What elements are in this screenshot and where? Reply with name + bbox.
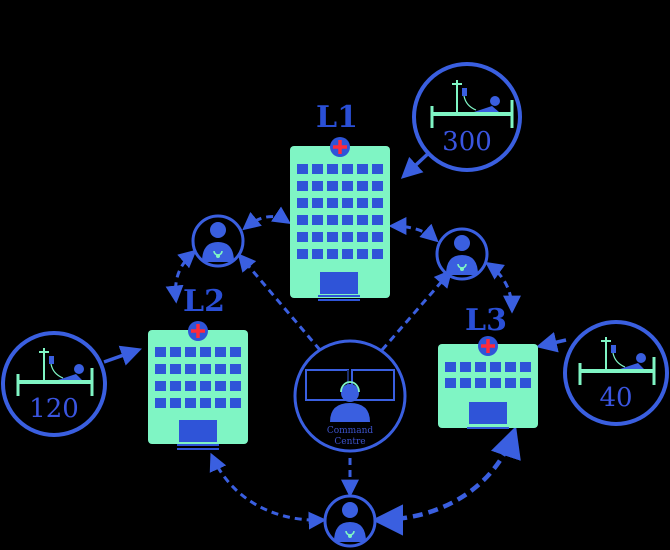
link-doctor-right-l3 (485, 261, 521, 314)
command-centre-line1: Command (327, 426, 374, 436)
door (469, 402, 507, 424)
operator-icon (330, 381, 370, 422)
connectors (165, 206, 521, 530)
hospital-bed-icon (430, 80, 514, 128)
hospital-bed-icon (578, 337, 656, 385)
hospital-label-l2: L2 (183, 284, 225, 319)
command-centre-node: Command Centre (293, 339, 407, 453)
hospital-bed-icon (16, 348, 94, 396)
patient-bubble-l1: 300 (412, 62, 522, 172)
hospital-building-l3 (438, 344, 538, 429)
doctor-icon (446, 235, 478, 275)
doctor-icon (202, 222, 234, 262)
hospital-label-l3: L3 (465, 303, 507, 338)
patient-bubble-l2: 120 (1, 331, 107, 437)
link-l1-doctor-right (388, 217, 439, 243)
doctor-node-bottom (323, 494, 377, 548)
patient-bubble-l3: 40 (563, 320, 669, 426)
red-cross-icon (478, 336, 498, 356)
command-centre-line2: Centre (334, 437, 365, 447)
patient-count-l3: 40 (599, 383, 632, 413)
link-doctor-left-l1 (242, 206, 291, 231)
link-patients-l2 (103, 345, 142, 366)
link-cc-doctor-left (237, 253, 322, 351)
window-grid (445, 362, 531, 388)
red-cross-icon (330, 137, 350, 157)
window-grid (155, 347, 241, 408)
hospital-building-l2 (148, 330, 248, 450)
patient-count-l1: 300 (442, 127, 492, 157)
doctor-icon (334, 502, 366, 542)
door (179, 420, 217, 442)
patient-count-l2: 120 (29, 394, 79, 424)
link-doctor-left-l2 (165, 249, 197, 304)
doctor-node-right (435, 227, 489, 281)
hospital-label-l1: L1 (316, 100, 358, 135)
red-cross-icon (188, 321, 208, 341)
link-l3-doctor-bottom (371, 426, 521, 536)
window-grid (297, 164, 383, 259)
hospital-building-l1 (290, 146, 390, 301)
link-l2-doctor-bottom (209, 452, 327, 530)
link-patients-l3 (535, 331, 567, 353)
door (320, 272, 358, 294)
link-cc-doctor-right (380, 269, 453, 351)
doctor-node-left (191, 214, 245, 268)
